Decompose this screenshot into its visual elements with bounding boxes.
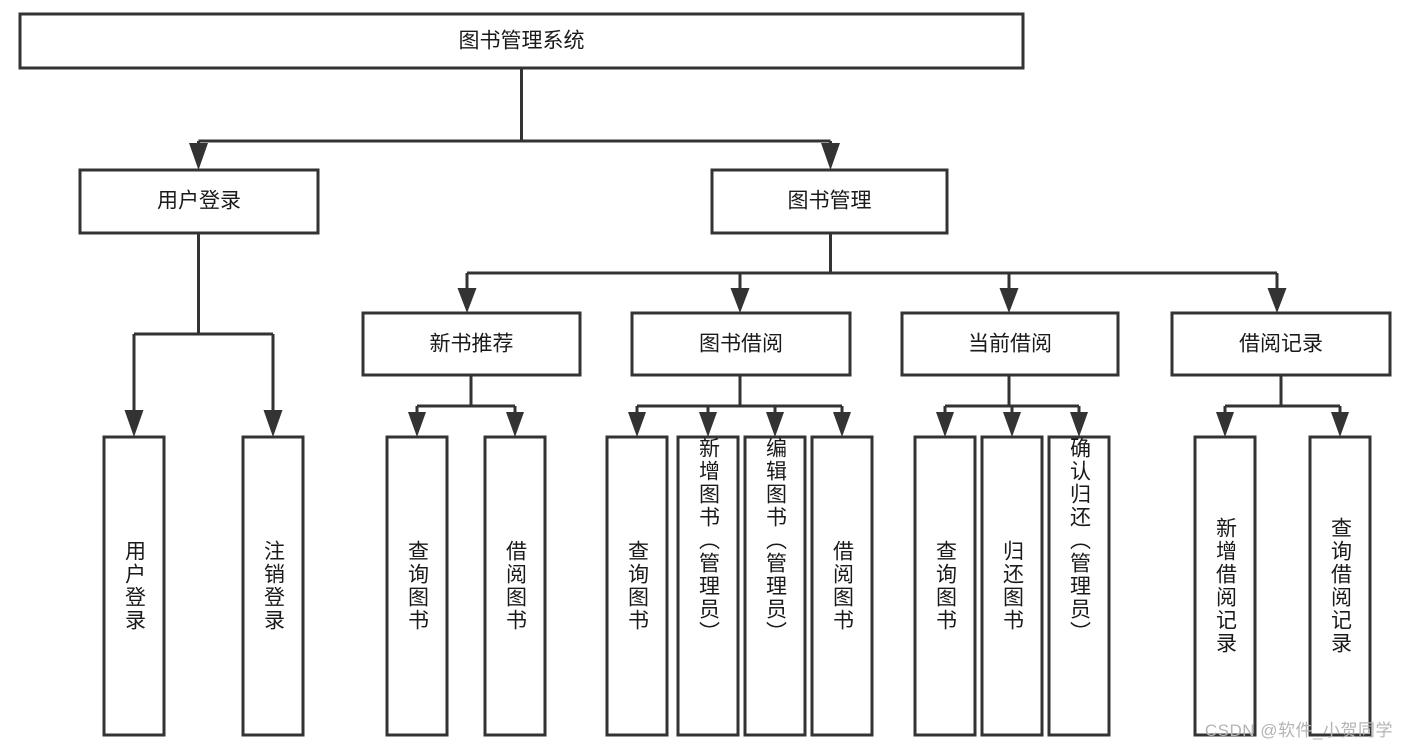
connector-group-book-borrow-to-leaves [628,375,851,437]
node-box-leaf-query-book-current[interactable] [913,435,977,737]
node-box-root[interactable] [18,12,1025,70]
node-book-management[interactable]: 图书管理 [710,168,949,235]
node-box-leaf-edit-book[interactable] [743,435,807,737]
node-label-user-login: 用户登录 [157,190,241,213]
arrow-head-leaf-query-book-recommend [408,412,426,437]
arrow-head-leaf-user-login [124,410,144,437]
arrow-head-book-borrow [730,288,750,313]
arrow-head-leaf-confirm-return [1070,412,1088,437]
connector-group-root-to-level2 [189,68,840,170]
node-box-current-borrow[interactable] [900,311,1120,377]
arrow-head-current-borrow [999,288,1019,313]
arrow-head-book-management [821,143,840,170]
node-box-leaf-borrow-book[interactable] [810,435,874,737]
node-label-book-management: 图书管理 [788,190,872,213]
arrow-head-leaf-query-book-borrow [628,412,646,437]
arrow-head-leaf-add-borrow-record [1216,412,1234,437]
arrow-head-leaf-logout-login [263,410,283,437]
node-box-leaf-query-book-recommend[interactable] [385,435,449,737]
connector-group-user-login-to-leaves [124,233,283,437]
arrow-head-leaf-query-book-current [936,412,954,437]
node-root[interactable]: 图书管理系统 [18,12,1025,70]
node-label-current-borrow: 当前借阅 [968,333,1052,356]
node-borrow-record[interactable]: 借阅记录 [1170,311,1392,377]
node-box-leaf-query-borrow-record[interactable] [1308,435,1372,737]
node-box-leaf-borrow-book-recommend[interactable] [483,435,547,737]
node-box-book-management[interactable] [710,168,949,235]
node-box-leaf-return-book[interactable] [980,435,1044,737]
connector-group-book-management-to-level3 [457,233,1287,313]
node-box-leaf-add-borrow-record[interactable] [1193,435,1257,737]
arrow-head-leaf-query-borrow-record [1331,412,1349,437]
node-box-leaf-add-book[interactable] [676,435,740,737]
node-label-borrow-record: 借阅记录 [1239,333,1323,356]
csdn-watermark: CSDN @软件_小贺同学 [1204,721,1393,740]
node-new-book-recommend[interactable]: 新书推荐 [361,311,582,377]
leaf-boxes [102,435,1372,737]
arrow-head-leaf-borrow-book [833,412,851,437]
node-box-leaf-logout-login[interactable] [241,435,305,737]
connector-group-borrow-record-to-leaves [1216,375,1349,437]
node-user-login[interactable]: 用户登录 [78,168,320,235]
arrow-head-leaf-add-book [699,412,717,437]
node-label-root: 图书管理系统 [459,30,585,53]
arrow-head-user-login [189,143,208,170]
node-label-book-borrow: 图书借阅 [699,333,783,356]
connector-group-new-book-recommend-to-leaves [408,375,524,437]
node-current-borrow[interactable]: 当前借阅 [900,311,1120,377]
node-label-new-book-recommend: 新书推荐 [430,333,514,356]
arrow-head-borrow-record [1267,288,1287,313]
node-book-borrow[interactable]: 图书借阅 [630,311,852,377]
node-box-book-borrow[interactable] [630,311,852,377]
node-box-leaf-confirm-return[interactable] [1047,435,1111,737]
node-box-leaf-user-login[interactable] [102,435,166,737]
connector-group-current-borrow-to-leaves [936,375,1088,437]
arrow-head-leaf-edit-book [766,412,784,437]
node-box-leaf-query-book-borrow[interactable] [605,435,669,737]
node-box-borrow-record[interactable] [1170,311,1392,377]
arrow-head-leaf-borrow-book-recommend [506,412,524,437]
node-box-user-login[interactable] [78,168,320,235]
arrow-head-new-book-recommend [457,288,477,313]
node-box-new-book-recommend[interactable] [361,311,582,377]
arrow-head-leaf-return-book [1003,412,1021,437]
